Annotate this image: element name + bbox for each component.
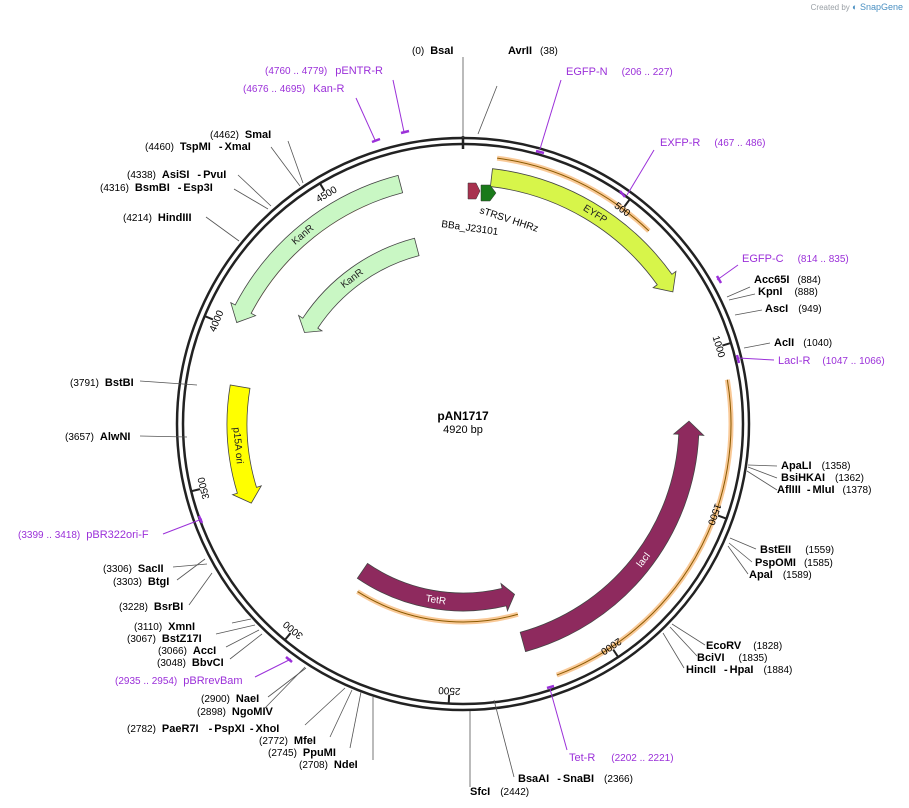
feature-eyfp[interactable] (489, 168, 677, 293)
enzyme-apai[interactable]: ApaI(1589) (749, 569, 812, 581)
tick-mark (319, 182, 326, 192)
tick-label: 4000 (208, 308, 227, 333)
primer-egfp-n[interactable]: EGFP-N(206 .. 227) (566, 66, 673, 78)
tick-label: 1500 (705, 502, 723, 527)
enzyme-pspomi[interactable]: PspOMI(1585) (755, 557, 833, 569)
feature-kanr-outer[interactable] (230, 174, 404, 324)
enzyme-bsihkai[interactable]: BsiHKAI(1362) (781, 472, 864, 484)
primer-pbr322ori-f[interactable]: (3399 .. 3418)pBR322ori-F (18, 529, 149, 541)
tick-mark (204, 315, 214, 321)
snapgene-logo: ◐ SnapGene (852, 2, 903, 12)
enzyme-ecorv[interactable]: EcoRV(1828) (706, 640, 782, 652)
enzyme-acci[interactable]: (3066)AccI (158, 645, 216, 657)
enzyme-hindiii[interactable]: (4214)HindIII (123, 212, 192, 224)
tick-mark (284, 632, 292, 641)
snapgene-credit: Created by ◐ SnapGene (811, 2, 903, 12)
tick-label: 3500 (196, 475, 212, 500)
enzyme-bcivi[interactable]: BciVI(1835) (697, 652, 767, 664)
feature-label-bba-j23101: BBa_J23101 (441, 219, 500, 238)
primer-tet-r[interactable]: Tet-R(2202 .. 2221) (569, 752, 674, 764)
feature-label-tetr: TetR (425, 593, 447, 607)
enzyme-paer7i-pspxi-xhoi[interactable]: (2782)PaeR7I-PspXI-XhoI (127, 723, 279, 735)
tick-mark (623, 198, 631, 207)
tick-mark (190, 488, 201, 493)
enzyme-acc65i[interactable]: Acc65I(884) (754, 274, 821, 286)
enzyme-ndei[interactable]: (2708)NdeI (299, 759, 358, 771)
tick-label: 3000 (281, 618, 305, 641)
enzyme-kpni[interactable]: KpnI(888) (758, 286, 818, 298)
enzyme-asci[interactable]: AscI(949) (765, 303, 822, 315)
enzyme-apali[interactable]: ApaLI(1358) (781, 460, 850, 472)
feature-laci[interactable] (519, 420, 705, 653)
ribozyme-arrow[interactable] (480, 184, 497, 202)
enzyme-bstbi[interactable]: (3791)BstBI (70, 377, 134, 389)
enzyme-alwni[interactable]: (3657)AlwNI (65, 431, 130, 443)
primer-lines (162, 79, 775, 751)
primer-pentr-r[interactable]: (4760 .. 4779)pENTR-R (265, 65, 383, 77)
enzyme-mfei[interactable]: (2772)MfeI (259, 735, 316, 747)
tick-mark (717, 514, 727, 520)
enzyme-bsrbi[interactable]: (3228)BsrBI (119, 601, 183, 613)
enzyme-bsmbi-esp3i[interactable]: (4316)BsmBI-Esp3I (100, 182, 213, 194)
feature-tetr[interactable] (356, 562, 516, 613)
enzyme-avrii[interactable]: AvrII(38) (508, 45, 558, 57)
highlight-arc (555, 379, 734, 678)
primer-pbrrevbam[interactable]: (2935 .. 2954)pBRrevBam (115, 675, 243, 687)
plasmid-name: pAN1717 (437, 409, 489, 423)
enzyme-acli[interactable]: AclI(1040) (774, 337, 832, 349)
enzyme-bbvci[interactable]: (3048)BbvCI (157, 657, 224, 669)
enzyme-hincii-hpai[interactable]: HincII-HpaI(1884) (686, 664, 792, 676)
enzyme-ngomiv[interactable]: (2898)NgoMIV (197, 706, 274, 718)
snapgene-brand: SnapGene (859, 2, 903, 12)
primer-exfp-r[interactable]: EXFP-R(467 .. 486) (660, 137, 766, 149)
enzyme-naei[interactable]: (2900)NaeI (201, 693, 259, 705)
enzyme-btgi[interactable]: (3303)BtgI (113, 576, 169, 588)
enzyme-sacii[interactable]: (3306)SacII (103, 563, 164, 575)
tick-mark (612, 649, 620, 658)
tick-mark (722, 341, 732, 347)
enzyme-smai[interactable]: (4462)SmaI (210, 129, 271, 141)
enzyme-ppumi[interactable]: (2745)PpuMI (268, 747, 336, 759)
credit-text: Created by (810, 3, 850, 12)
highlight-arc-line (556, 379, 732, 676)
feature-p15a-ori[interactable] (226, 384, 263, 504)
primer-egfp-c[interactable]: EGFP-C(814 .. 835) (742, 253, 849, 265)
enzyme-xmni[interactable]: (3110)XmnI (134, 621, 195, 633)
plasmid-length: 4920 bp (443, 424, 483, 436)
highlight-arc-line (497, 157, 650, 232)
enzyme-bsaai-snabi[interactable]: BsaAI-SnaBI(2366) (518, 773, 633, 785)
enzyme-labels: (0)BsaI AvrII(38) Acc65I(884) KpnI(888) … (65, 45, 871, 798)
enzyme-bsteii[interactable]: BstEII(1559) (760, 544, 834, 556)
enzyme-leader-lines (139, 57, 778, 787)
enzyme-bstz17i[interactable]: (3067)BstZ17I (127, 633, 202, 645)
primer-laci-r[interactable]: LacI-R(1047 .. 1066) (778, 355, 885, 367)
enzyme-afliii-mlui[interactable]: AflIII-MluI(1378) (777, 484, 871, 496)
enzyme-tspmi-xmai[interactable]: (4460)TspMI-XmaI (145, 141, 251, 153)
enzyme-asisi-pvui[interactable]: (4338)AsiSI-PvuI (127, 169, 226, 181)
tick-label: 1000 (710, 335, 727, 360)
enzyme-bsai[interactable]: (0)BsaI (412, 45, 453, 57)
tick-label: 2500 (438, 684, 461, 696)
highlight-arc-line (357, 591, 519, 623)
primer-kan-r[interactable]: (4676 .. 4695)Kan-R (243, 83, 345, 95)
primer-marks (197, 129, 741, 690)
promoter-arrow[interactable] (467, 182, 481, 200)
feature-label-p15a-ori: p15A ori (230, 427, 244, 465)
enzyme-sfci[interactable]: SfcI(2442) (470, 786, 529, 798)
primer-labels: (4760 .. 4779)pENTR-R (4676 .. 4695)Kan-… (18, 65, 885, 764)
feature-kanr-inner[interactable] (297, 237, 420, 333)
